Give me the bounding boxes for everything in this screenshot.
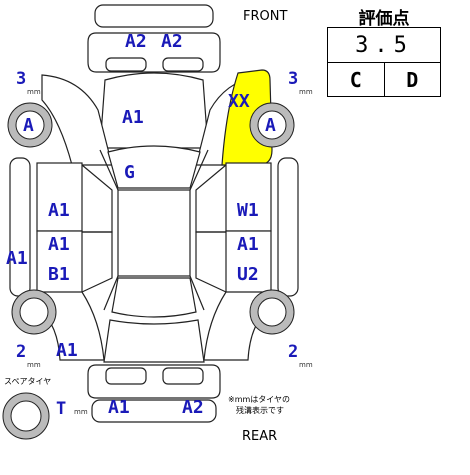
right-front-door xyxy=(225,162,272,232)
trunk-lid xyxy=(103,319,205,363)
mm-front-right: mm xyxy=(299,88,313,96)
code-roof: G xyxy=(124,162,135,183)
tire-front-left: 3 xyxy=(16,69,26,89)
grade-sub-row: C D xyxy=(328,63,440,96)
code-front-bumper-right: A2 xyxy=(161,31,183,52)
front-right-lamp xyxy=(162,57,204,72)
mm-rear-left: mm xyxy=(27,361,41,369)
interior-grade: C xyxy=(349,67,362,92)
right-front-window xyxy=(195,164,227,233)
spare-tire-label: スペアタイヤ xyxy=(4,377,51,386)
code-right-rear-door-lower: U2 xyxy=(237,264,259,285)
front-left-wheel xyxy=(7,102,53,148)
front-grille xyxy=(94,4,214,28)
code-left-rocker: A1 xyxy=(6,248,28,269)
left-front-window xyxy=(81,164,113,233)
left-rocker xyxy=(9,157,31,297)
left-rear-window xyxy=(81,231,113,293)
front-label: FRONT xyxy=(243,9,287,24)
code-front-left-wheel: A xyxy=(23,115,34,136)
code-rear-left-quarter: A1 xyxy=(56,340,78,361)
mm-rear-right: mm xyxy=(299,361,313,369)
code-left-front-door: A1 xyxy=(48,200,70,221)
spare-tire xyxy=(2,392,50,440)
hood xyxy=(99,72,209,149)
code-front-right-fender: XX xyxy=(228,91,250,112)
tire-rear-left: 2 xyxy=(16,342,26,362)
front-left-fender xyxy=(41,74,113,166)
rear-bumper xyxy=(91,399,217,423)
right-rear-door xyxy=(225,230,272,294)
code-right-rear-door-upper: A1 xyxy=(237,234,259,255)
grade-table: 3.5 C D xyxy=(327,27,441,97)
tire-rear-right: 2 xyxy=(288,342,298,362)
rear-left-lamp xyxy=(105,367,147,385)
code-rear-bumper-right: A2 xyxy=(182,397,204,418)
exterior-grade: D xyxy=(383,63,441,96)
tire-spare: T xyxy=(56,399,66,419)
code-right-front-door: W1 xyxy=(237,200,259,221)
pillar-lines xyxy=(99,149,209,311)
rear-right-wheel xyxy=(249,289,295,335)
code-left-rear-door-lower: B1 xyxy=(48,264,70,285)
roof xyxy=(117,189,191,277)
left-front-door xyxy=(36,162,83,232)
windshield xyxy=(107,145,201,189)
note-line-2: 残溝表示です xyxy=(236,405,284,415)
code-hood: A1 xyxy=(122,107,144,128)
code-front-bumper-left: A2 xyxy=(125,31,147,52)
tire-front-right: 3 xyxy=(288,69,298,89)
note-line-1: ※mmはタイヤの xyxy=(228,395,290,404)
code-rear-bumper-left: A1 xyxy=(108,397,130,418)
rear-right-lamp xyxy=(162,367,204,385)
mm-spare: mm xyxy=(74,408,88,416)
left-rear-door xyxy=(36,230,83,294)
rear-window xyxy=(111,277,197,318)
overall-grade: 3.5 xyxy=(328,28,440,63)
right-rocker xyxy=(277,157,299,297)
front-left-lamp xyxy=(105,57,147,72)
code-left-rear-door-upper: A1 xyxy=(48,234,70,255)
front-right-wheel xyxy=(249,102,295,148)
grade-title: 評価点 xyxy=(358,9,410,29)
mm-front-left: mm xyxy=(27,88,41,96)
code-front-right-wheel: A xyxy=(265,115,276,136)
right-rear-window xyxy=(195,231,227,293)
rear-left-wheel xyxy=(11,289,57,335)
rear-label: REAR xyxy=(242,429,277,444)
